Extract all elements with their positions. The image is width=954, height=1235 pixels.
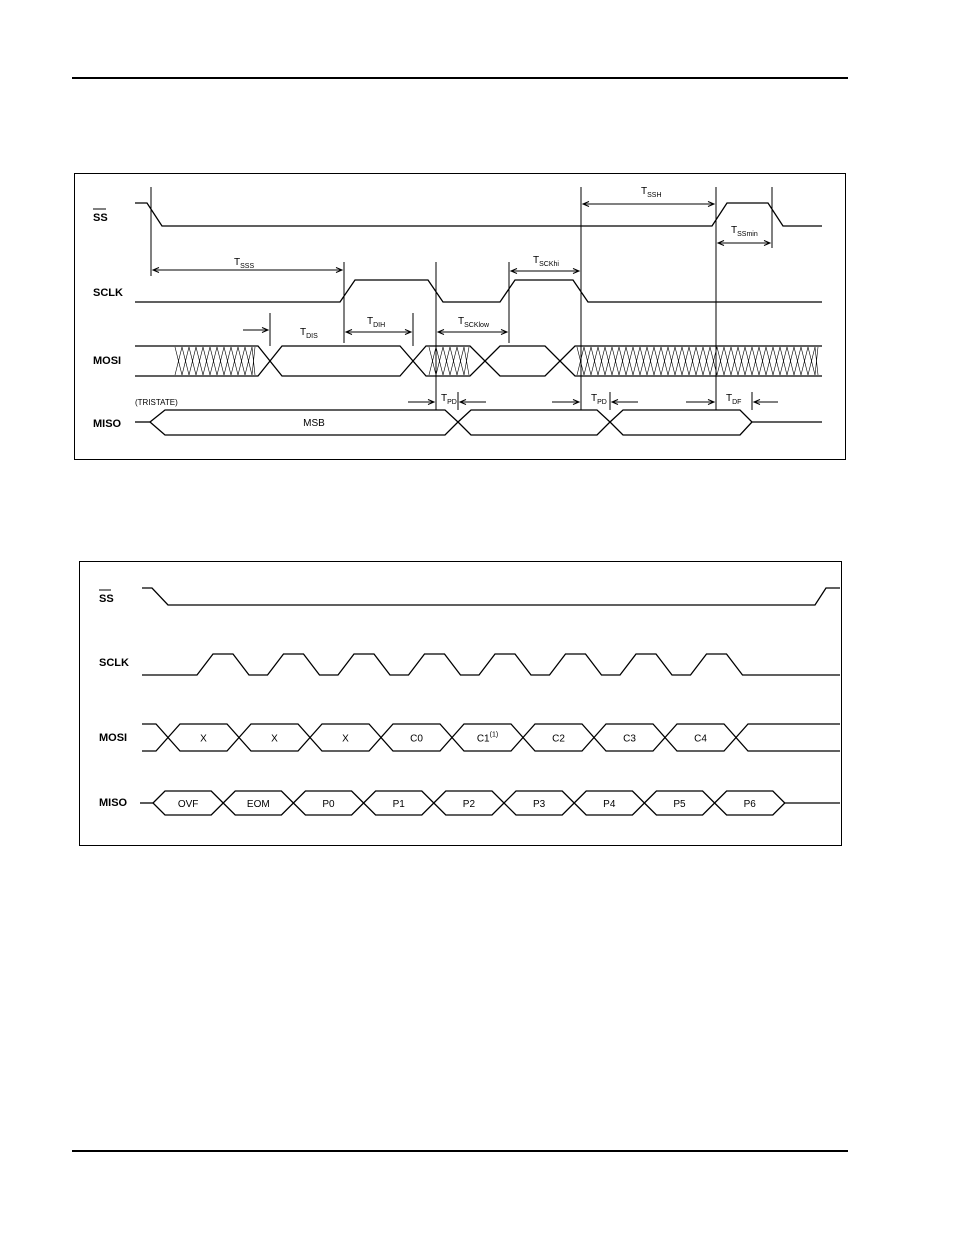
d1-miso-bit-3 [610,410,752,435]
d1-timing-arrows [153,202,778,405]
timing-diagram-2: SS SCLK MOSI MISO X X X C0 C1(1) C2 C3 C4 OVF EO… [99,588,840,815]
d1-tscklow-label: TSCKlow [458,316,490,329]
d2-miso-bit-label: P5 [673,799,686,810]
d1-ss-waveform [135,203,822,226]
d1-tdf-label: TDF [726,393,741,406]
d1-sclk-label: SCLK [93,287,123,299]
d2-mosi-bit-label: X [342,734,349,745]
d2-mosi-bit-label: C3 [623,734,636,745]
d2-mosi-bit-label: C4 [694,734,707,745]
d2-miso-label: MISO [99,797,128,809]
d1-miso-bit-2 [458,410,610,435]
d1-mosi-invalid-3 [560,346,822,376]
d2-mosi-lead [142,724,168,751]
d1-tssmin-label: TSSmin [731,225,758,238]
d1-mosi-hatch-2 [429,347,469,375]
d2-sclk-line [142,654,840,675]
d2-miso-bit-label: P1 [393,799,406,810]
d1-mosi-bus [135,346,822,376]
d1-tsss-label: TSSS [234,257,254,270]
d1-mosi-invalid-1 [135,346,270,376]
d1-mosi-hatch-3 [577,347,818,375]
d1-tdih-label: TDIH [367,316,385,329]
d2-ss-waveform [142,588,840,605]
d2-miso-bit-label: P3 [533,799,546,810]
d1-miso-label: MISO [93,418,122,430]
d1-tssh-label: TSSH [641,186,662,199]
d2-ss-label: SS [99,593,114,605]
d1-mosi-valid-bit-1 [270,346,413,376]
d2-mosi-bit-label: X [200,734,207,745]
d2-mosi-tail [736,724,840,751]
d2-miso-bit-label: EOM [247,799,270,810]
d1-miso-msb-text: MSB [303,418,325,429]
d2-mosi-bit-label: C0 [410,734,423,745]
d2-miso-bit-label: OVF [178,799,199,810]
d1-sclk-waveform [135,280,822,302]
d2-mosi-bit-label: C1(1) [477,732,498,745]
d2-miso-bit-label: P0 [322,799,335,810]
d1-miso-bus: MSB [135,410,822,435]
d2-mosi-label: MOSI [99,732,127,744]
d2-mosi-footnote: (1) [490,732,499,739]
d1-mosi-label: MOSI [93,355,121,367]
d2-miso-bus: OVF EOM P0 P1 P2 P3 P4 P5 P6 [140,791,840,815]
d2-mosi-bit-label: C2 [552,734,565,745]
d1-tpd1-label: TPD [441,393,457,406]
d1-tristate-note: (TRISTATE) [135,398,178,407]
d2-mosi-bit-label: X [271,734,278,745]
d2-miso-bit-label: P4 [603,799,616,810]
d1-ss-label: SS [93,212,108,224]
d1-tpd2-label: TPD [591,393,607,406]
d1-mosi-valid-bit-2 [485,346,560,376]
d1-tdis-label: TDIS [300,327,318,340]
timing-diagram-1: SS SCLK MOSI MISO (TRISTATE) MSB [93,186,822,435]
d2-sclk-label: SCLK [99,657,129,669]
d2-sclk-waveform [142,654,840,675]
d1-mosi-hatch-1 [175,347,255,375]
d1-timing-labels: TSSS TSSH TSSmin TSCKhi TSCKlow TDIS TDI… [234,186,758,406]
d2-miso-bit-label: P6 [744,799,757,810]
d1-tsckhi-label: TSCKhi [533,255,559,268]
d2-mosi-bus: X X X C0 C1(1) C2 C3 C4 [142,724,840,751]
d2-miso-bit-label: P2 [463,799,476,810]
